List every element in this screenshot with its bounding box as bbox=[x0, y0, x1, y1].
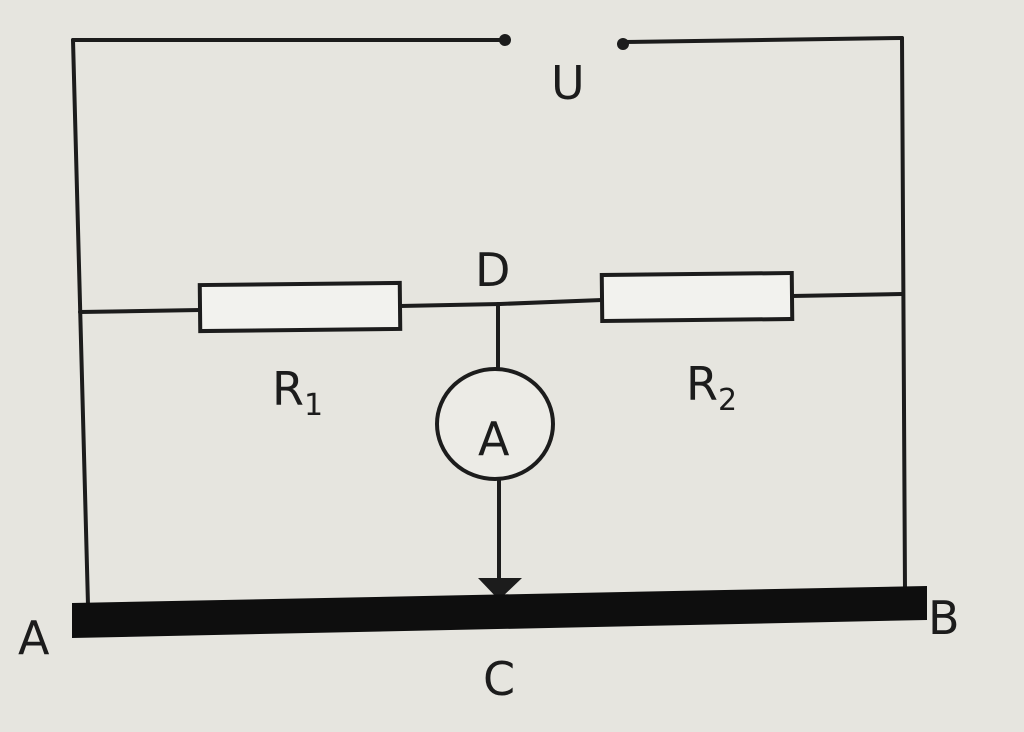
slider-arrow-icon bbox=[478, 578, 522, 600]
label-a: A bbox=[18, 611, 50, 665]
wire-left-to-r1 bbox=[78, 308, 202, 314]
terminal-left bbox=[499, 34, 511, 46]
wire-left-vertical bbox=[71, 38, 90, 607]
label-b: B bbox=[928, 591, 960, 645]
label-ammeter: A bbox=[478, 412, 510, 466]
ammeter bbox=[435, 367, 555, 481]
wire-r2-to-right bbox=[790, 292, 904, 298]
wire-right-vertical bbox=[900, 36, 907, 594]
label-r1: R1 bbox=[272, 362, 323, 423]
label-r1-subscript: 1 bbox=[304, 388, 323, 423]
label-c: C bbox=[483, 652, 515, 706]
label-r1-letter: R bbox=[272, 362, 304, 416]
label-r2: R2 bbox=[686, 357, 737, 418]
label-r2-subscript: 2 bbox=[718, 383, 737, 418]
label-r2-letter: R bbox=[686, 357, 718, 411]
label-u: U bbox=[551, 56, 585, 110]
resistor-r1 bbox=[197, 280, 403, 334]
wire-d-to-r2 bbox=[498, 298, 604, 306]
resistor-r2 bbox=[599, 270, 795, 324]
wire-r1-to-d bbox=[398, 302, 502, 308]
label-d: D bbox=[475, 243, 510, 297]
slide-wire-ab bbox=[72, 586, 927, 638]
wire-top-right bbox=[621, 36, 904, 44]
